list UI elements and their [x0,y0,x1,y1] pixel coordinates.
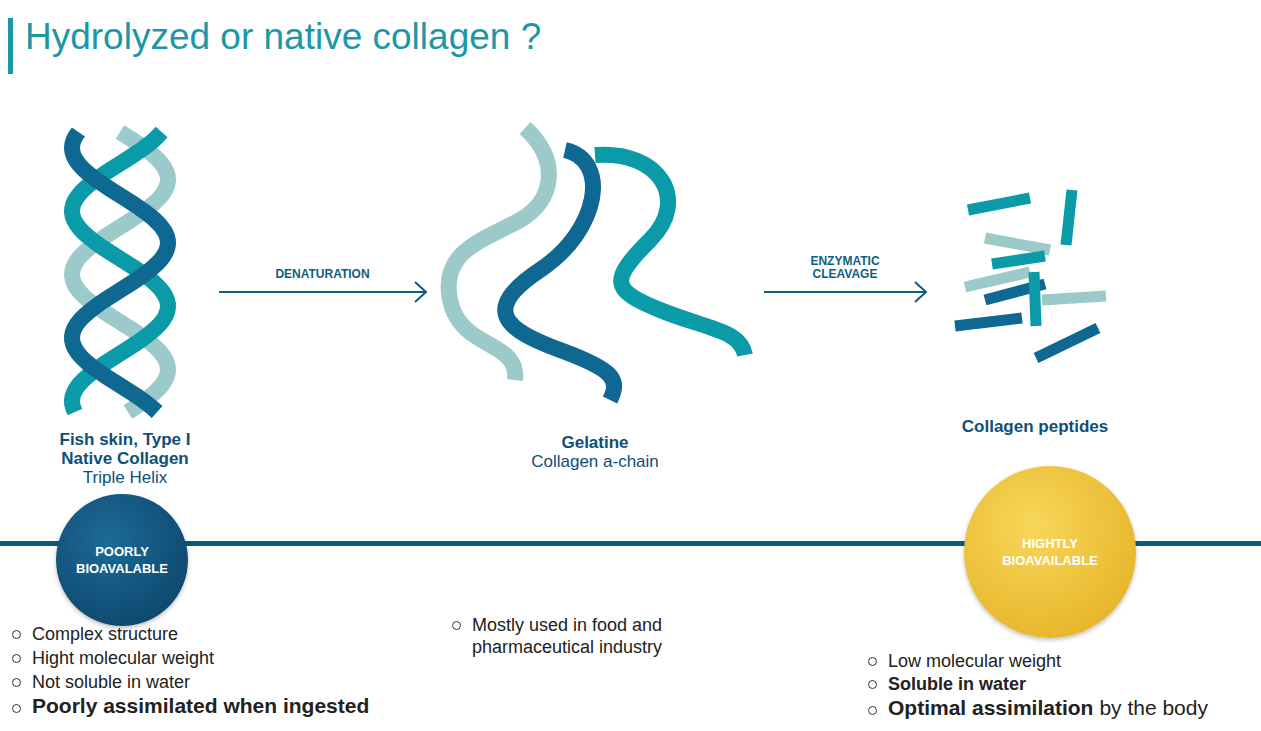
bullet-text: Low molecular weight [888,650,1061,672]
bullet-text: by the body [1099,697,1208,719]
process-arrow [219,282,426,302]
stage-node: GelatineCollagen a-chain [430,118,760,471]
bullet-text: Not soluble in water [32,671,190,693]
bullet-text: Poorly assimilated when ingested [32,695,369,717]
stage-subtitle: Collagen a-chain [430,452,760,471]
peptide-fragments [955,190,1106,358]
bullet-text: Soluble in water [888,673,1026,695]
stage-node: Fish skin, Type I Native CollagenTriple … [35,125,215,487]
arrow-label: ENZYMATIC CLEAVAGE [792,254,898,282]
bullet-mark [12,630,21,639]
bullet-mark [452,621,461,630]
arrow-head [915,282,926,302]
title-bar [8,18,13,74]
triple-helix [72,132,168,412]
bullet-text: Hight molecular weight [32,647,214,669]
arrow-head [415,282,426,302]
helix-strand [72,132,168,412]
bullet-text: Mostly used in food and pharmaceutical i… [472,614,727,658]
bullet-text: Complex structure [32,623,178,645]
helix-strand [72,132,168,412]
process-arrow [764,282,926,302]
stage-name: Collagen peptides [930,417,1140,436]
arrow-label: DENATURATION [255,267,391,282]
helix-strand [72,132,168,412]
circle-label: HIGHTLY BIOAVAILABLE [964,535,1136,569]
stage-name: Fish skin, Type I Native Collagen [35,430,215,468]
arrow-shaft [219,291,426,293]
stage-node: Collagen peptides [930,180,1140,436]
bullet-mark [12,654,21,663]
circle-label: POORLY BIOAVALABLE [56,543,189,577]
bullet-mark [12,704,21,713]
stage-subtitle: Triple Helix [35,468,215,487]
bioavailability-circle: HIGHTLY BIOAVAILABLE [964,466,1136,638]
arrow-shaft [764,291,926,293]
diagram-title: Hydrolyzed or native collagen ? [25,16,541,58]
bullet-mark [868,706,877,715]
bullet-mark [868,680,877,689]
bullet-text: Optimal assimilation [888,697,1093,719]
bullet-mark [12,678,21,687]
bullet-mark [868,657,877,666]
gelatine-strands [449,128,745,400]
bioavailability-circle: POORLY BIOAVALABLE [56,494,189,627]
stage-name: Gelatine [430,433,760,452]
